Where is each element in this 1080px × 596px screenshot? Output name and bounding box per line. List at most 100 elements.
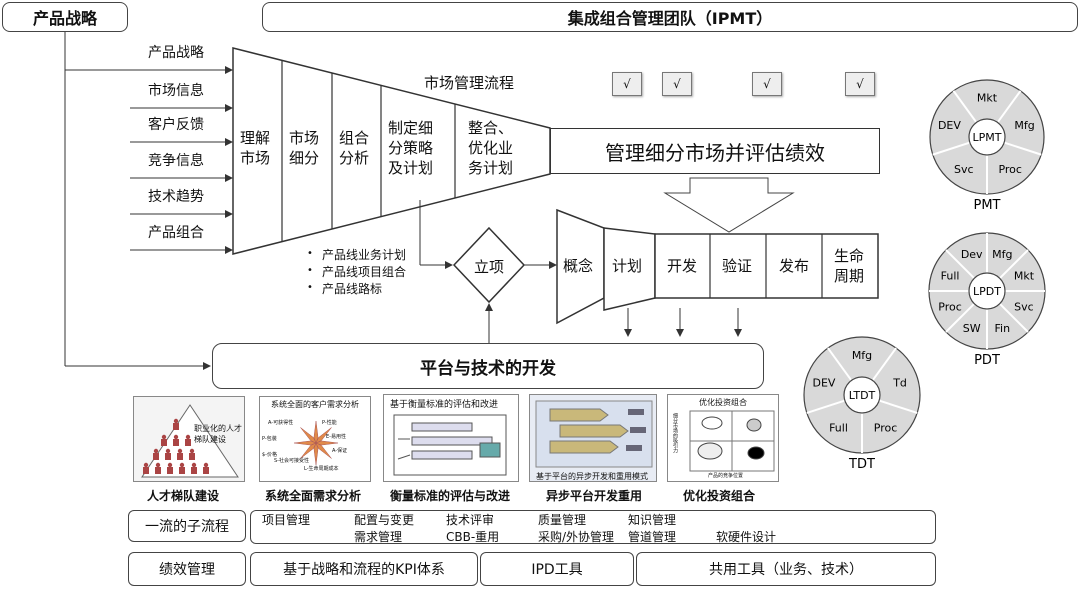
subprocess-item[interactable]: 采购/外协管理 (538, 530, 615, 544)
person-icon (165, 453, 171, 460)
metrics-thumbnail-title: 基于衡量标准的评估和改进 (390, 400, 499, 410)
needs-star-ray (300, 427, 317, 444)
person-icon (143, 462, 149, 468)
bottom-box-label: IPD工具 (531, 562, 583, 578)
subprocess-item[interactable]: 需求管理 (354, 530, 403, 544)
person-icon (143, 467, 149, 474)
team-segment-label: Full (829, 421, 848, 434)
platform-reuse-image (535, 400, 653, 468)
person-icon (165, 448, 171, 454)
metrics-flow-image (393, 414, 507, 476)
funnel-stage-label: 整合、优化业务计划 (468, 119, 514, 177)
subprocess-item[interactable]: CBB-重用 (446, 530, 500, 544)
portfolio-thumbnail-title: 优化投资组合 (699, 398, 747, 407)
ipd-funnel (556, 208, 879, 325)
talent-pyramid-image (141, 404, 239, 478)
ipmt-box: 集成组合管理团队（IPMT） (262, 2, 1078, 32)
funnel-stage-label: 市场细分 (289, 129, 320, 167)
person-icon (155, 462, 161, 468)
needs-label: P-性能 (322, 420, 337, 426)
subprocess-item[interactable]: 技术评审 (446, 513, 495, 527)
team-segment-label: Mfg (1014, 119, 1034, 132)
person-icon (177, 453, 183, 460)
segment-output-box: 管理细分市场并评估绩效 (550, 128, 880, 174)
needs-label: $-价格 (262, 452, 277, 458)
portfolio-axis-x: 产品的竞争位置 (708, 473, 744, 479)
team-segment-label: Proc (998, 163, 1022, 176)
check-box[interactable]: √ (845, 72, 875, 96)
team-segment-label: DEV (812, 377, 835, 390)
bottom-box[interactable]: IPD工具 (480, 552, 634, 586)
person-icon (173, 439, 179, 446)
subprocess-item[interactable]: 软硬件设计 (716, 530, 777, 544)
needs-label: L-生命周期成本 (304, 466, 339, 472)
team-segment-label: Mkt (1014, 270, 1035, 283)
caption-metrics: 衡量标准的评估与改进 (390, 489, 511, 503)
subprocess-item[interactable]: 项目管理 (262, 513, 311, 527)
person-icon (173, 418, 179, 424)
team-wheels: MktMfgProcSvcDEVLPMTPMTMfgMktSvcFinSWPro… (803, 79, 1046, 472)
needs-star-ray (315, 442, 332, 459)
down-big-arrow (663, 177, 795, 233)
needs-star-ray (315, 427, 332, 444)
team-segment-label: Proc (874, 421, 898, 434)
team-segment-label: Dev (961, 248, 983, 261)
person-icon (153, 448, 159, 454)
ipd-stage-label: 计划 (612, 257, 643, 275)
person-icon (189, 448, 195, 454)
funnel-stage-label: 理解市场 (240, 129, 271, 167)
thumbnail-talent: 职业化的人才梯队建设 (133, 396, 245, 482)
subprocess-item[interactable]: 管道管理 (628, 530, 677, 544)
subprocess-item[interactable]: 知识管理 (628, 513, 677, 527)
segment-output-label: 管理细分市场并评估绩效 (605, 140, 825, 165)
person-icon (173, 434, 179, 440)
bottom-box[interactable]: 基于战略和流程的KPI体系 (250, 552, 478, 586)
input-label: 市场信息 (148, 83, 204, 99)
platform-box: 平台与技术的开发 (212, 343, 764, 389)
team-center (968, 118, 1006, 156)
funnel-outline (232, 47, 551, 255)
team-center-label: LPMT (973, 131, 1002, 144)
needs-star-ray (293, 440, 317, 446)
person-icon (191, 467, 197, 474)
talent-pyramid-title: 职业化的人才梯队建设 (194, 424, 242, 444)
check-box[interactable]: √ (612, 72, 642, 96)
bullet-icon: • (307, 282, 313, 293)
team-name: TDT (848, 457, 875, 472)
team-segment-label: Svc (1014, 300, 1034, 313)
subprocess-label: 一流的子流程 (145, 519, 229, 535)
team-center (843, 376, 881, 414)
team-segment-label: Mfg (852, 349, 872, 362)
market-funnel (232, 47, 551, 255)
bullet-icon: • (307, 265, 313, 276)
team-segment-divider (999, 249, 1029, 279)
person-icon (155, 467, 161, 474)
person-icon (167, 462, 173, 468)
needs-star-image (293, 420, 339, 466)
input-arrows (130, 104, 233, 254)
person-icon (185, 434, 191, 440)
product-strategy-title: 产品战略 (32, 9, 97, 28)
output-list-item: 产品线路标 (322, 282, 383, 296)
team-segment-divider (1003, 141, 1042, 156)
funnel-stage-label: 制定细分策略及计划 (388, 119, 434, 177)
subprocess-item[interactable]: 质量管理 (538, 513, 587, 527)
team-segment-label: Fin (995, 322, 1011, 335)
bottom-box[interactable]: 绩效管理 (128, 552, 246, 586)
bottom-box-label: 绩效管理 (159, 562, 215, 578)
person-icon (191, 462, 197, 468)
person-icon (173, 423, 179, 430)
team-segment-divider (878, 399, 918, 414)
bottom-box[interactable]: 共用工具（业务、技术） (636, 552, 936, 586)
caption-platform: 异步平台开发重用 (546, 489, 643, 503)
ipd-stage-label: 概念 (563, 257, 594, 275)
subprocess-item[interactable]: 配置与变更 (354, 513, 415, 527)
input-label: 产品战略 (148, 45, 204, 61)
check-box[interactable]: √ (662, 72, 692, 96)
ipd-stage-label: 生命周期 (834, 247, 865, 285)
check-box[interactable]: √ (752, 72, 782, 96)
funnel-stage-label: 组合分析 (339, 129, 370, 167)
input-label: 技术趋势 (148, 189, 204, 205)
team-segment-divider (871, 347, 897, 382)
